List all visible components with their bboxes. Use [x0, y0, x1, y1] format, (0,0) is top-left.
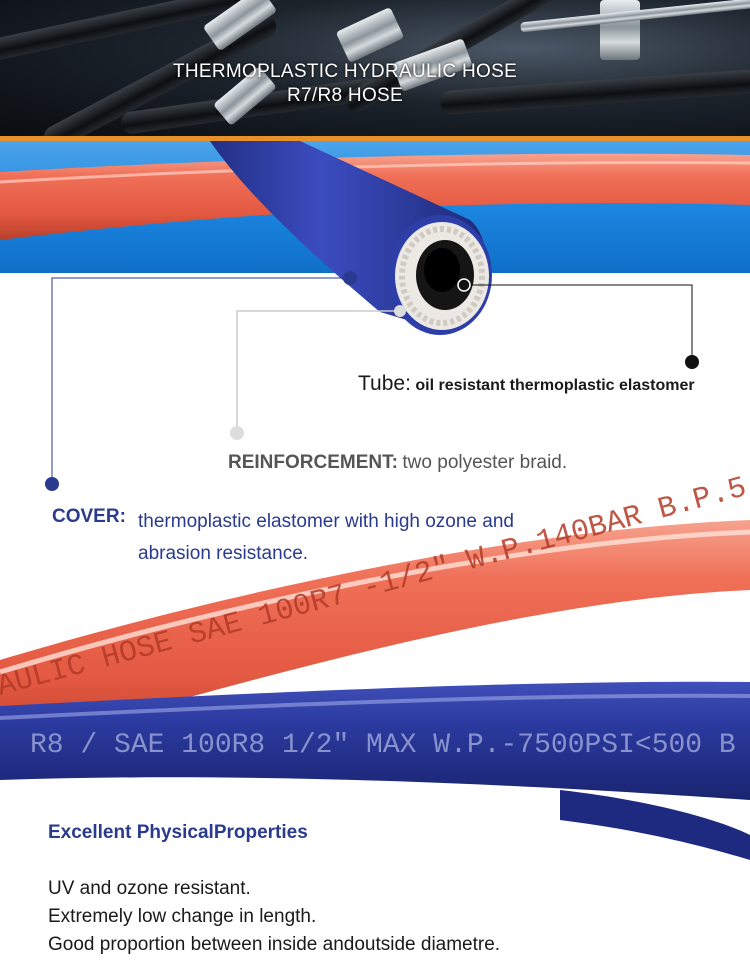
page-title-line1: THERMOPLASTIC HYDRAULIC HOSE	[172, 61, 518, 82]
property-item: Good proportion between inside andoutsid…	[48, 934, 501, 955]
reinforcement-description: two polyester braid.	[402, 452, 568, 473]
blue-hose-tail	[560, 790, 750, 860]
page-title-line2: R7/R8 HOSE	[287, 85, 403, 106]
reinforcement-label: REINFORCEMENT:	[228, 452, 398, 473]
band-orange-hose-highlight	[0, 160, 750, 184]
reinforcement-callout-end-dot	[230, 426, 244, 440]
reinforcement-callout-dot	[394, 305, 406, 317]
cover-description: thermoplastic elastomer with high ozone …	[138, 511, 514, 564]
property-item: Extremely low change in length.	[48, 906, 317, 927]
properties-title: Excellent PhysicalProperties	[48, 822, 308, 843]
tube-callout-dot	[457, 278, 471, 292]
accent-line	[0, 136, 750, 141]
cover-callout-dot	[343, 271, 357, 285]
header-banner: THERMOPLASTIC HYDRAULIC HOSE R7/R8 HOSE	[0, 0, 750, 138]
tube-label: Tube:	[358, 372, 411, 395]
tube-description: oil resistant thermoplastic elastomer	[415, 377, 695, 394]
tube-callout-end-dot	[685, 355, 699, 369]
reinforcement-callout-line	[236, 310, 400, 433]
orange-hose-highlight	[0, 529, 750, 675]
cover-callout-end-dot	[45, 477, 59, 491]
cover-callout-line	[51, 277, 350, 484]
tube-callout-line	[464, 284, 693, 362]
blue-hose-highlight	[0, 693, 750, 720]
cover-label: COVER:	[52, 506, 126, 527]
property-item: UV and ozone resistant.	[48, 878, 251, 899]
braid-texture	[399, 226, 485, 326]
reinforcement-callout: REINFORCEMENT: two polyester braid.	[228, 452, 567, 474]
orange-hose	[0, 520, 750, 750]
page-title: THERMOPLASTIC HYDRAULIC HOSE R7/R8 HOSE	[0, 60, 690, 108]
tube-callout: Tube: oil resistant thermoplastic elasto…	[358, 372, 695, 396]
blue-hose	[0, 681, 750, 800]
hose-bore	[424, 248, 460, 292]
blue-hose-print: R8 / SAE 100R8 1/2" MAX W.P.-7500PSI<500…	[30, 730, 736, 761]
